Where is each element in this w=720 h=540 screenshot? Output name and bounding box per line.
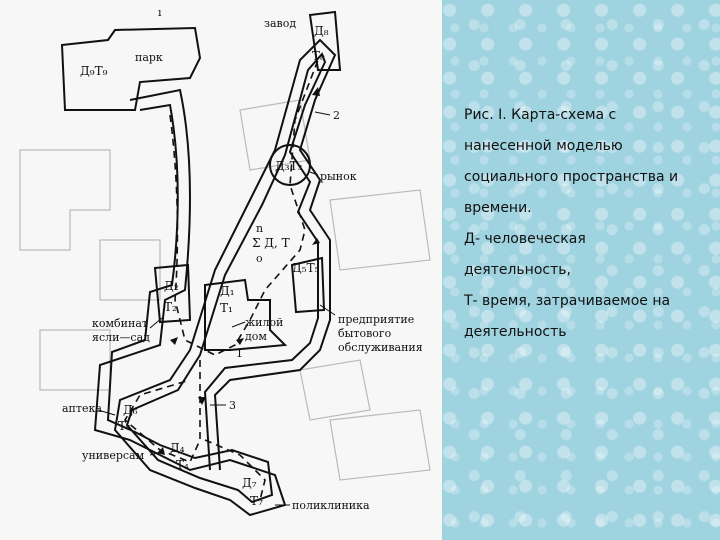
- caption-panel: Рис. I. Карта-схема с нанесенной моделью…: [442, 0, 720, 540]
- label-kombinat: комбинат: [92, 317, 148, 330]
- node-t6: Т₆: [118, 419, 131, 433]
- caption-line: Рис. I. Карта-схема с: [464, 107, 617, 123]
- node-t1: Т₁: [220, 301, 233, 315]
- node-t2: Т₂: [164, 300, 177, 314]
- arrow-3: [312, 238, 320, 245]
- node-sum: Σ Д, Т: [252, 236, 290, 250]
- leader-rynok: [309, 171, 319, 176]
- road-outer: [93, 38, 337, 517]
- label-zhiloy: жилой: [245, 316, 283, 329]
- caption-line: Д- человеческая: [464, 231, 586, 247]
- leader-apteka: [97, 409, 116, 416]
- caption-line: деятельность,: [464, 262, 571, 278]
- kombinat-block: [153, 263, 192, 324]
- leader-route2: [314, 111, 331, 116]
- label-poliklinika: поликлиника: [292, 499, 370, 512]
- zavod-block: [308, 10, 342, 71]
- caption-line: нанесенной моделью: [464, 138, 623, 154]
- block-right-2: [299, 359, 371, 421]
- node-d1: Д₁: [220, 284, 235, 298]
- leader-lines: [97, 111, 336, 506]
- node-d5t5: Д₅Т₅: [292, 261, 320, 275]
- leader-kombinat: [149, 317, 163, 329]
- movement-route: [123, 59, 319, 501]
- figure-caption: Рис. I. Карта-схема с нанесенной моделью…: [464, 100, 704, 348]
- map-panel: завод парк рынок комбинат ясли—сад жилой…: [19, 6, 431, 517]
- route-number-2: 2: [333, 109, 340, 122]
- node-t4: Т₄: [176, 458, 189, 472]
- park-block: [60, 26, 202, 111]
- leader-univermag: [149, 451, 163, 456]
- route-path-clinic: [204, 439, 266, 501]
- label-univermag: универсам: [82, 449, 145, 462]
- leader-predpr: [319, 304, 336, 316]
- node-d8: Д₈: [314, 24, 329, 38]
- arrow-4: [198, 397, 206, 405]
- label-zavod: завод: [264, 17, 296, 30]
- block-mid-left: [99, 239, 161, 301]
- arrow-2: [312, 87, 320, 96]
- node-d6: Д₆: [123, 403, 138, 417]
- social-space-map: завод парк рынок комбинат ясли—сад жилой…: [19, 6, 431, 517]
- rynok-circle: [269, 144, 311, 186]
- node-d9t9: Д₉Т₉: [80, 64, 108, 78]
- node-t7: Т₇: [250, 494, 263, 508]
- node-d2: Д₂: [164, 279, 179, 293]
- label-predpr-1: предприятие: [338, 313, 414, 326]
- top-mark: ı: [158, 6, 162, 19]
- route-path-main: [169, 59, 319, 356]
- caption-line: Т- время, затрачиваемое на: [464, 293, 671, 309]
- route-number-3: 3: [229, 399, 236, 412]
- node-t8: Т₈: [312, 49, 325, 63]
- label-predpr-3: обслуживания: [338, 341, 423, 354]
- node-sum-top: n: [256, 222, 263, 235]
- street-network: [60, 10, 342, 517]
- caption-line: социального пространства и: [464, 169, 679, 185]
- road-inner: [106, 52, 327, 504]
- arrow-1: [236, 338, 244, 345]
- label-park: парк: [135, 51, 163, 64]
- service-block: [290, 256, 326, 314]
- node-d7: Д₇: [242, 476, 257, 490]
- arrow-6: [170, 337, 178, 345]
- leader-house: [231, 321, 246, 328]
- label-dom: дом: [245, 330, 267, 343]
- block-right-3: [329, 409, 431, 481]
- block-left: [19, 149, 111, 251]
- route-number-1: 1: [236, 347, 243, 360]
- node-d4: Д₄: [170, 441, 185, 455]
- label-yasli: ясли—сад: [92, 331, 150, 344]
- background-blocks: [19, 99, 431, 481]
- node-d3t3: Д₃Т₃: [275, 159, 303, 173]
- caption-line: деятельность: [464, 324, 567, 340]
- label-apteka: аптека: [62, 402, 102, 415]
- caption-line: времени.: [464, 200, 532, 216]
- house-block: [204, 278, 288, 351]
- label-predpr-2: бытового: [338, 327, 392, 340]
- block-right-1: [329, 189, 431, 271]
- node-sum-bot: о: [256, 252, 263, 265]
- label-rynok: рынок: [320, 170, 357, 183]
